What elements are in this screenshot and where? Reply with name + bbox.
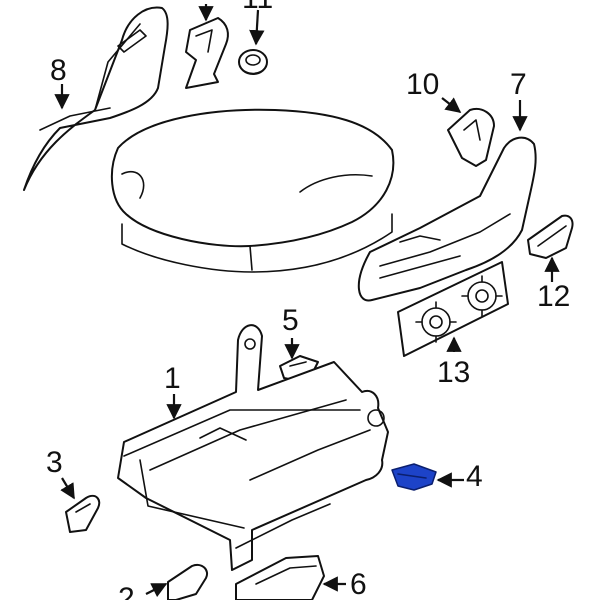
callout-10: 10 — [406, 68, 439, 101]
part-1-seat-frame[interactable] — [117, 324, 389, 571]
part-9-bracket[interactable] — [185, 17, 229, 89]
callout-4: 4 — [466, 460, 483, 493]
part-8-side-trim[interactable] — [23, 6, 169, 191]
callout-6: 6 — [350, 568, 367, 600]
callout-2: 2 — [118, 582, 135, 600]
part-12-knob[interactable] — [527, 214, 574, 259]
part-13-knob-set[interactable] — [397, 261, 509, 357]
leader-lines — [54, 4, 560, 598]
callout-8: 8 — [50, 54, 67, 87]
part-11-grommet[interactable] — [238, 49, 268, 75]
callout-11: 11 — [242, 0, 273, 15]
part-10-clip[interactable] — [447, 108, 495, 167]
part-4-highlighted-clip[interactable] — [391, 463, 437, 491]
callout-1: 1 — [164, 362, 181, 395]
callout-5: 5 — [282, 304, 299, 337]
callout-7: 7 — [510, 68, 527, 101]
part-3-latch[interactable] — [65, 494, 101, 533]
seat-cushion — [110, 108, 395, 273]
callout-13: 13 — [437, 356, 470, 389]
part-6-housing[interactable] — [235, 555, 325, 600]
callout-12: 12 — [537, 280, 570, 313]
part-7-side-trim[interactable] — [357, 136, 537, 302]
part-2-latch[interactable] — [167, 564, 208, 600]
callout-3: 3 — [46, 446, 63, 479]
